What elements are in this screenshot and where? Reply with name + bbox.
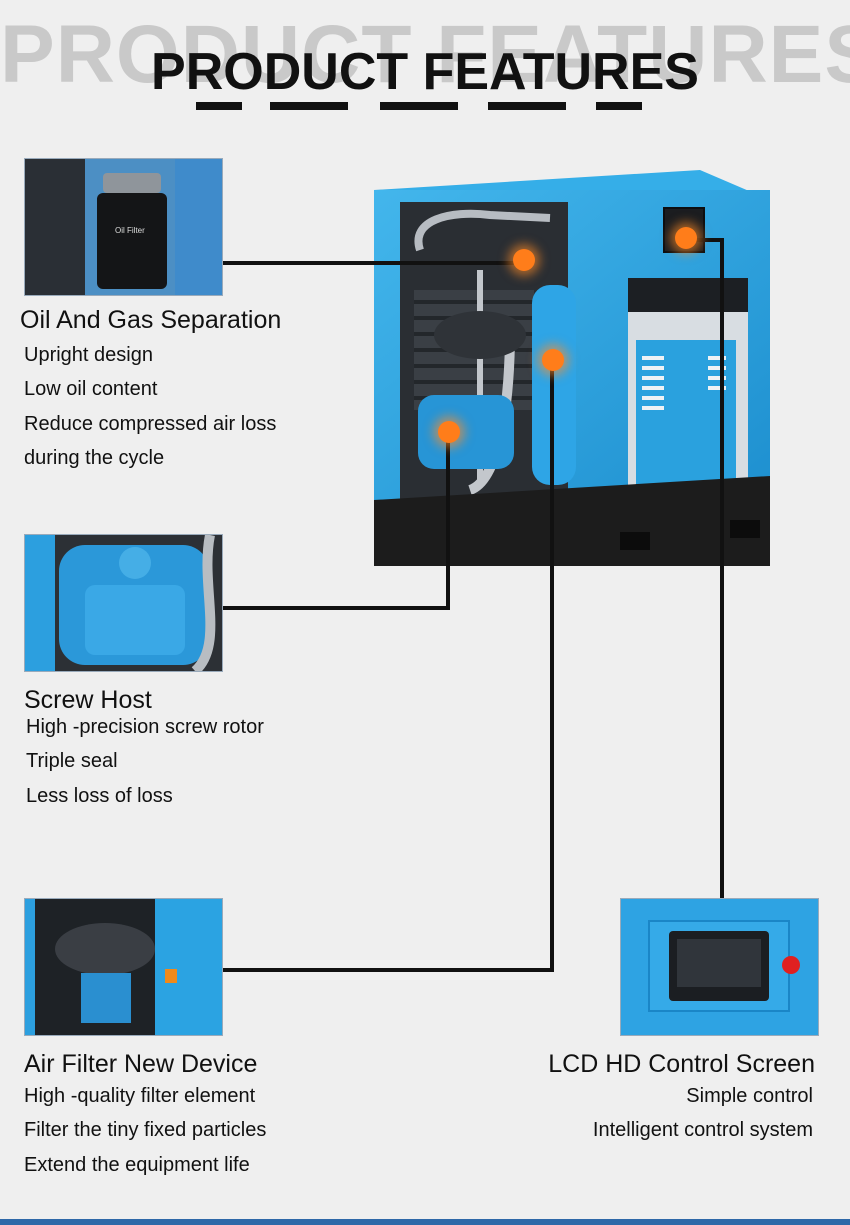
feature-line: Less loss of loss: [26, 785, 173, 807]
feature-line: Simple control: [686, 1085, 813, 1107]
feature-heading-lcd-control-screen: LCD HD Control Screen: [548, 1050, 815, 1078]
feature-line: Intelligent control system: [592, 1119, 813, 1141]
feature-heading-screw-host: Screw Host: [24, 686, 152, 714]
feature-line: Triple seal: [26, 750, 118, 772]
hotspot-oil-separator[interactable]: [513, 249, 535, 271]
feature-line: Filter the tiny fixed particles: [24, 1119, 267, 1141]
feature-line: during the cycle: [24, 447, 165, 469]
hotspot-control-screen[interactable]: [675, 227, 697, 249]
connector-line-control-screen: [696, 238, 724, 242]
connector-line-air-filter: [550, 360, 554, 972]
title-underline-dash: [196, 102, 242, 110]
feature-line: Upright design: [24, 344, 153, 366]
page-title: PRODUCT FEATURES: [151, 43, 699, 101]
title-underline-dash: [380, 102, 458, 110]
bottom-divider: [0, 1219, 850, 1225]
feature-line: Reduce compressed air loss: [24, 413, 277, 435]
feature-heading-oil-gas-separation: Oil And Gas Separation: [20, 306, 282, 334]
background-title-watermark: PRODUCT FEATURES: [0, 9, 850, 100]
connector-line-screw-host: [446, 432, 450, 610]
connector-line-air-filter: [222, 968, 554, 972]
connector-line-oil-separator: [222, 261, 524, 265]
feature-line: Low oil content: [24, 378, 158, 400]
air-compressor-machine-image: [374, 170, 770, 566]
feature-heading-air-filter: Air Filter New Device: [24, 1050, 258, 1078]
title-underline-dash: [270, 102, 348, 110]
feature-line: High -quality filter element: [24, 1085, 256, 1107]
title-underline-dash: [596, 102, 642, 110]
air-filter-photo: [24, 898, 223, 1036]
oil-filter-photo: Oil Filter: [24, 158, 223, 296]
connector-line-control-screen: [720, 238, 724, 898]
screw-host-photo: [24, 534, 223, 672]
hotspot-air-filter[interactable]: [542, 349, 564, 371]
feature-line: High -precision screw rotor: [26, 716, 264, 738]
control-screen-photo: [620, 898, 819, 1036]
connector-line-screw-host: [222, 606, 450, 610]
title-underline-dash: [488, 102, 566, 110]
feature-line: Extend the equipment life: [24, 1154, 250, 1176]
oil-filter-label: Oil Filter: [115, 226, 145, 235]
hotspot-screw-host[interactable]: [438, 421, 460, 443]
